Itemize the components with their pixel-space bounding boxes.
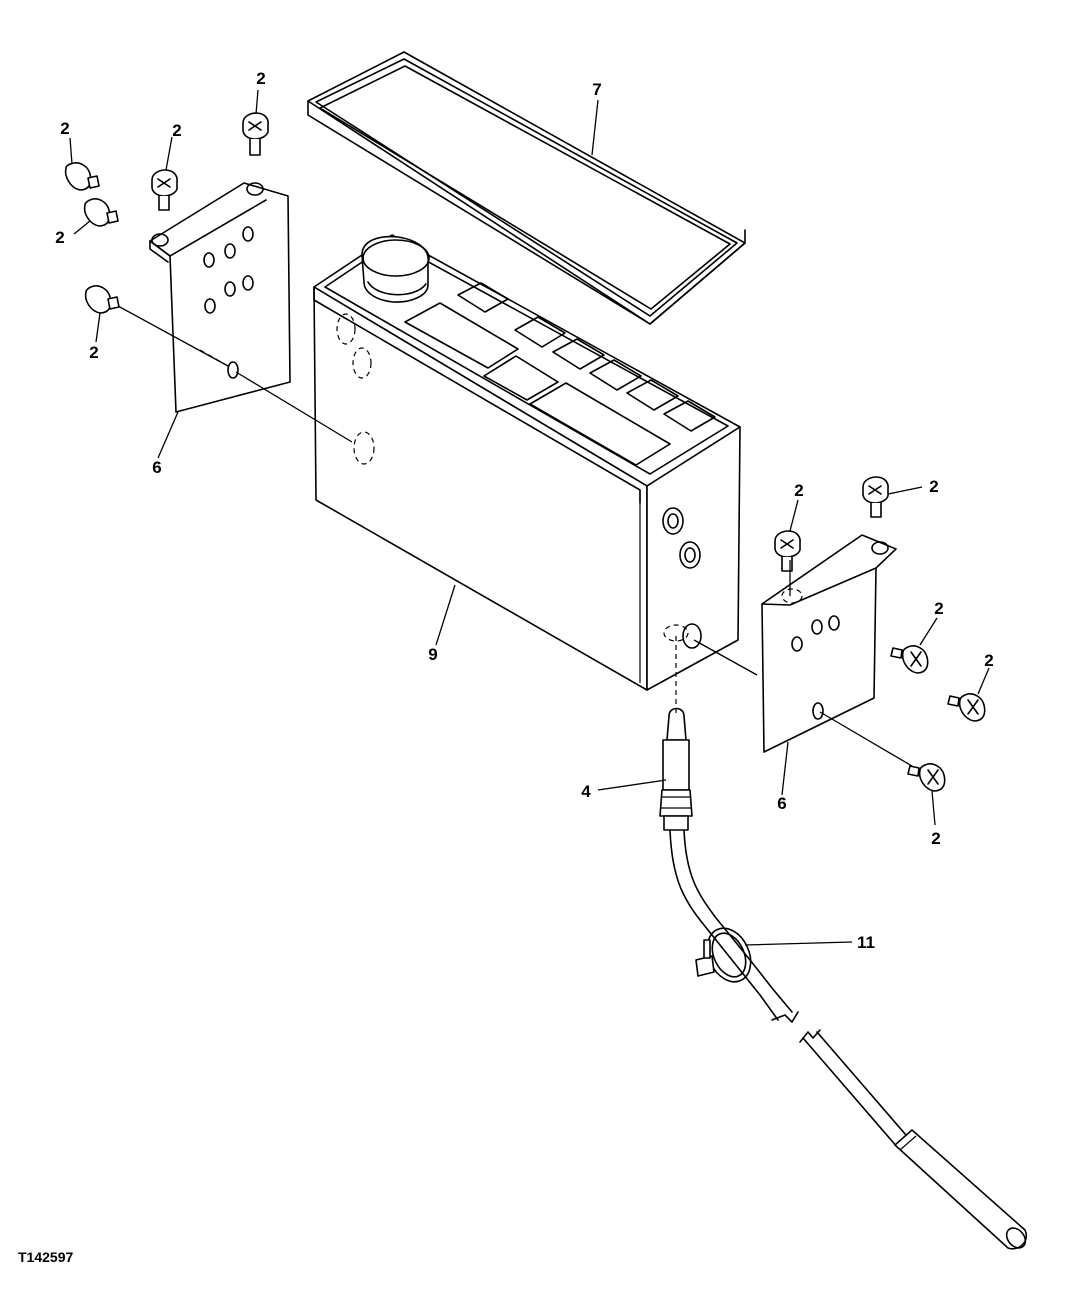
callout-2-g: 2	[929, 477, 938, 496]
cable-tie-part-11	[695, 927, 752, 983]
callout-2-a: 2	[256, 69, 265, 88]
callout-2-j: 2	[931, 829, 940, 848]
screw-part-2-f	[774, 530, 801, 572]
callout-2-i: 2	[984, 651, 993, 670]
bracket-left-part-6	[149, 182, 291, 413]
callout-2-f: 2	[794, 481, 803, 500]
bracket-right-part-6	[761, 534, 897, 753]
callout-labels: 2 2 2 2 2 7 6 9 2 2 2 2 2 6 4 11	[55, 69, 993, 952]
callout-11: 11	[857, 933, 875, 952]
screw-part-2-i	[947, 693, 986, 722]
callout-9: 9	[428, 645, 437, 664]
callout-6-right: 6	[777, 794, 786, 813]
assembly-lines	[117, 305, 913, 767]
screw-part-2-j	[907, 763, 946, 792]
callout-2-d: 2	[55, 228, 64, 247]
callout-2-b: 2	[172, 121, 181, 140]
screw-part-2-c	[64, 162, 100, 191]
cover-part-7	[307, 51, 746, 325]
screw-part-2-a	[242, 112, 269, 156]
screw-part-2-d	[83, 198, 119, 227]
monitor-unit-part-9	[313, 234, 741, 691]
screw-part-2-b	[151, 169, 178, 211]
callout-2-h: 2	[934, 599, 943, 618]
antenna-connector-part-4	[659, 707, 693, 831]
callout-4: 4	[581, 782, 591, 801]
antenna-cable	[669, 829, 1027, 1250]
callout-7: 7	[592, 80, 601, 99]
figure-id: T142597	[18, 1249, 73, 1265]
callout-6-left: 6	[152, 458, 161, 477]
screw-part-2-e	[84, 285, 120, 314]
callout-2-e: 2	[89, 343, 98, 362]
screw-part-2-g	[862, 476, 889, 518]
leader-lines	[69, 89, 990, 946]
callout-2-c: 2	[60, 119, 69, 138]
screw-part-2-h	[890, 645, 929, 674]
